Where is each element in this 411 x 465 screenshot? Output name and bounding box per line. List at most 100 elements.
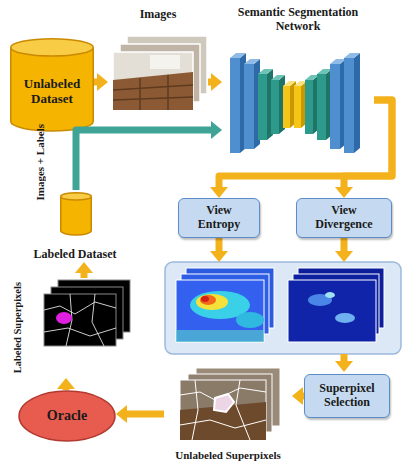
- superpixel-image: [214, 394, 234, 412]
- entropy-heatmap: [176, 330, 264, 342]
- arrow-head: [210, 187, 228, 198]
- network-layers: [317, 74, 326, 140]
- node-label: Unlabeled Dataset: [14, 77, 90, 107]
- network-layers: [283, 81, 296, 86]
- connector-line: [127, 411, 164, 418]
- flow-arrow: [210, 238, 353, 372]
- flow-connector: [76, 121, 222, 190]
- network-layers: [283, 86, 290, 128]
- cylinder-top: [61, 193, 92, 200]
- text-holder: Superpixel Selection: [305, 375, 389, 417]
- entropy-heatmap: [196, 294, 228, 310]
- node-label: Images: [140, 8, 177, 22]
- connector-line: [76, 130, 211, 190]
- network-layers: [244, 64, 254, 149]
- dataset-cylinder: Labeled Dataset: [28, 190, 122, 262]
- network-layers: [294, 86, 301, 128]
- labeled-image: Labeled Superpixels: [10, 278, 134, 378]
- cylinder-body: [11, 47, 94, 131]
- image-stack: [139, 78, 141, 110]
- entropy-heatmap: [176, 280, 264, 342]
- image-stack: [150, 55, 180, 69]
- labeled-superpixel-image: [44, 302, 116, 314]
- image-stack: [167, 75, 169, 110]
- node-label: Unlabeled Superpixels: [175, 449, 280, 462]
- edge-label: Images + Labels: [34, 124, 46, 201]
- network-layers: [230, 58, 240, 153]
- flow-connector: [75, 262, 93, 278]
- ellipse-outline: [19, 391, 115, 441]
- node-label: Oracle: [47, 408, 87, 424]
- node-label: Semantic Segmentation Network: [222, 6, 374, 34]
- flow-arrow: [216, 238, 223, 251]
- network-layers: [344, 58, 354, 153]
- network-layers: [305, 80, 313, 134]
- arrow-head: [335, 187, 353, 198]
- node-label: Labeled Dataset: [34, 248, 117, 262]
- connector-line: [219, 100, 392, 187]
- connector-line: [81, 273, 88, 278]
- superpixel-image: [180, 368, 280, 440]
- divergence-heatmap: [325, 292, 335, 298]
- superpixel-image: [180, 420, 266, 428]
- network-layers: [258, 69, 273, 74]
- entropy-heatmap: [201, 296, 209, 302]
- cylinder-shape: [60, 192, 92, 236]
- flow-arrow: [210, 251, 228, 262]
- network-layers: [354, 53, 360, 153]
- process-box: Superpixel Selection: [304, 374, 390, 418]
- network-layers: [258, 74, 267, 140]
- divergence-heatmap: [335, 313, 355, 323]
- arrow-head: [211, 121, 222, 139]
- labeled-superpixel-image: [44, 280, 130, 346]
- entropy-heatmap: [176, 268, 274, 342]
- divergence-heatmap: [288, 268, 384, 342]
- connector-line: [303, 393, 304, 400]
- image-stack: [113, 72, 193, 110]
- connector-line: [63, 389, 70, 390]
- flow-connector: [94, 73, 108, 91]
- node-label: View Divergence: [309, 204, 379, 232]
- node-label: Superpixel Selection: [313, 382, 381, 410]
- text-holder: Semantic Segmentation Network: [222, 6, 374, 164]
- image-stack: [113, 52, 193, 110]
- network-layers: [330, 64, 340, 149]
- image-stack: [113, 36, 207, 110]
- text-holder: Labeled Dataset: [28, 190, 122, 262]
- text-holder: Images: [108, 8, 208, 112]
- arrow-head: [97, 73, 108, 91]
- flow-connector: [116, 405, 164, 423]
- flow-connector: [57, 378, 75, 390]
- network-layers: [330, 59, 346, 64]
- superpixel-image: [192, 380, 198, 440]
- flow-connector: [292, 387, 304, 405]
- heatmap-panel: [165, 262, 401, 354]
- process-box: View Divergence: [296, 198, 392, 238]
- arrow-head: [211, 73, 222, 91]
- text-holder: View Divergence: [297, 199, 391, 237]
- flow-connector: [335, 100, 392, 198]
- text-holder: View Entropy: [179, 199, 259, 237]
- flow-arrow: [335, 361, 353, 372]
- image-stack: [113, 97, 193, 100]
- entropy-heatmap: [236, 312, 264, 328]
- arrow-head: [57, 378, 75, 389]
- divergence-heatmap: [288, 280, 376, 342]
- flow-connector: [208, 73, 222, 91]
- node-label: View Entropy: [191, 204, 247, 232]
- arrow-head: [75, 262, 93, 273]
- dataset-cylinder: Unlabeled Dataset: [10, 38, 94, 132]
- network-layers: [230, 53, 246, 58]
- text-holder: Oracle: [18, 390, 116, 442]
- superpixel-image: [236, 380, 250, 440]
- superpixel-image: Unlabeled Superpixels: [164, 366, 292, 462]
- network-layers: [244, 59, 260, 64]
- flow-arrow: [335, 251, 353, 262]
- labeled-superpixel-image: [44, 294, 116, 346]
- flow-arrow: [341, 354, 348, 361]
- node-label: Labeled Superpixels: [12, 282, 24, 373]
- connector-line: [208, 79, 211, 86]
- image-input: Images: [108, 8, 208, 112]
